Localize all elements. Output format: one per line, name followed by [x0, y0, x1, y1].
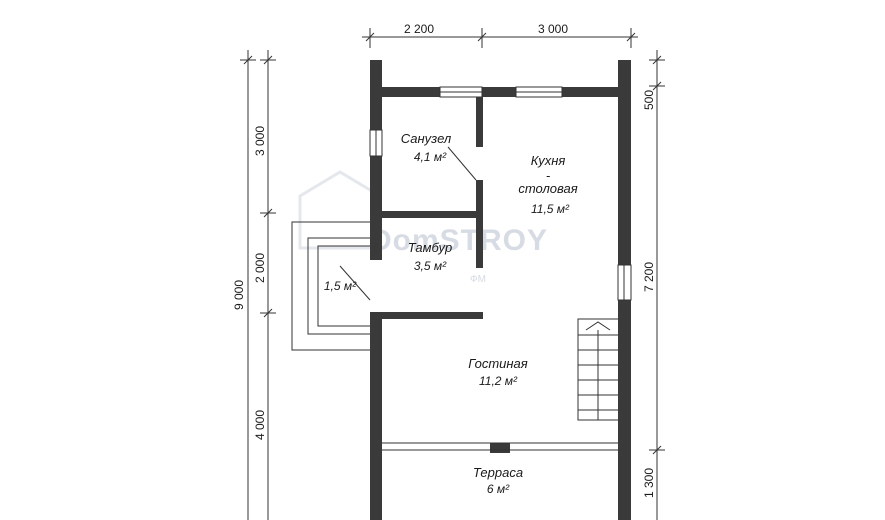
room-terrace-area: 6 м²: [487, 482, 510, 496]
room-kitchen-area: 11,5 м²: [531, 202, 570, 216]
door-entrance: [339, 265, 371, 301]
interior-walls: [382, 97, 510, 453]
stairs: [577, 318, 618, 421]
doors: [339, 146, 477, 301]
room-vestibule-name: Тамбур: [408, 240, 453, 255]
dim-right-1: 500: [642, 90, 656, 110]
dim-right-2: 7 200: [642, 262, 656, 292]
wall-vestibule-living: [382, 312, 483, 319]
dim-top-1: 2 200: [404, 22, 434, 36]
door-bathroom: [447, 146, 477, 181]
room-kitchen-name-1: Кухня: [531, 153, 566, 168]
top-dimension: [362, 28, 638, 48]
dim-top-2: 3 000: [538, 22, 568, 36]
watermark-brand: DomSTROY: [370, 224, 548, 257]
wall-vestibule-kitchen: [476, 218, 483, 268]
room-bathroom-name: Санузел: [401, 131, 452, 146]
room-kitchen-name-2: -: [546, 168, 551, 183]
outer-walls: [370, 60, 631, 520]
wall-bath-vestibule: [382, 211, 476, 218]
room-bathroom-area: 4,1 м²: [414, 150, 447, 164]
wall-bath-kitchen-lower: [476, 180, 483, 218]
wall-bath-kitchen-upper: [476, 97, 483, 147]
room-living-name: Гостиная: [468, 356, 528, 371]
porch-area: 1,5 м²: [324, 279, 357, 293]
dim-left-1: 3 000: [253, 126, 267, 156]
terrace-line: [382, 442, 618, 451]
room-terrace-name: Терраса: [473, 465, 523, 480]
terrace-post: [490, 443, 510, 453]
porch-outline: [291, 221, 370, 351]
left-dimension: [240, 50, 276, 520]
watermark: DomSTROY ФМ: [298, 170, 548, 285]
windows: [369, 86, 632, 301]
dim-left-3: 4 000: [253, 410, 267, 440]
dim-right-3: 1 300: [642, 468, 656, 498]
room-living-area: 11,2 м²: [479, 374, 518, 388]
watermark-sub: ФМ: [470, 274, 486, 285]
room-vestibule-area: 3,5 м²: [414, 259, 447, 273]
left-wall-mid: [370, 156, 382, 260]
dim-left-total: 9 000: [232, 280, 246, 310]
room-kitchen-name-3: столовая: [518, 181, 577, 196]
dim-left-2: 2 000: [253, 253, 267, 283]
right-dimension: [649, 50, 665, 520]
